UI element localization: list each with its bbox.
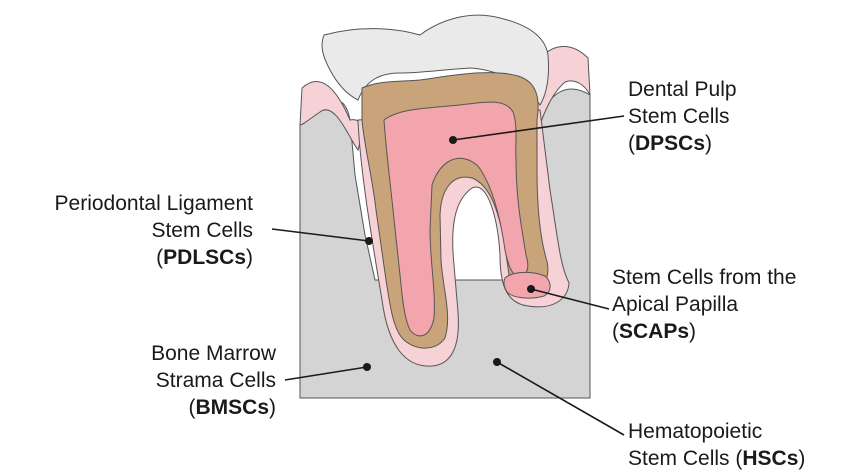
label-pdlsc-line2: Stem Cells bbox=[55, 217, 253, 244]
label-bmsc: Bone Marrow Strama Cells (BMSCs) bbox=[151, 340, 276, 421]
label-pdlsc: Periodontal Ligament Stem Cells (PDLSCs) bbox=[55, 190, 253, 271]
label-hsc-line1: Hematopoietic bbox=[628, 418, 805, 445]
pointer-dot-hsc bbox=[493, 358, 501, 366]
label-scap-abbr: SCAPs bbox=[619, 320, 689, 343]
label-pdlsc-abbr: PDLSCs bbox=[163, 246, 246, 269]
label-scap-line1: Stem Cells from the bbox=[612, 264, 796, 291]
paren-close: ) bbox=[246, 246, 253, 269]
label-scap-line2: Apical Papilla bbox=[612, 291, 796, 318]
label-scap-line3: (SCAPs) bbox=[612, 318, 796, 345]
paren-open: ( bbox=[612, 320, 619, 343]
label-hsc-line2-text: Stem Cells ( bbox=[628, 447, 742, 470]
label-dpsc-line3: (DPSCs) bbox=[628, 130, 737, 157]
label-bmsc-abbr: BMSCs bbox=[195, 396, 269, 419]
label-dpsc: Dental Pulp Stem Cells (DPSCs) bbox=[628, 76, 737, 157]
label-bmsc-line2: Strama Cells bbox=[151, 367, 276, 394]
label-hsc: Hematopoietic Stem Cells (HSCs) bbox=[628, 418, 805, 472]
label-pdlsc-line3: (PDLSCs) bbox=[55, 244, 253, 271]
label-dpsc-abbr: DPSCs bbox=[635, 132, 705, 155]
label-bmsc-line3: (BMSCs) bbox=[151, 394, 276, 421]
label-dpsc-line1: Dental Pulp bbox=[628, 76, 737, 103]
paren-close: ) bbox=[269, 396, 276, 419]
paren-open: ( bbox=[628, 132, 635, 155]
label-scap: Stem Cells from the Apical Papilla (SCAP… bbox=[612, 264, 796, 345]
label-hsc-line2: Stem Cells (HSCs) bbox=[628, 445, 805, 472]
apical-papilla bbox=[504, 272, 550, 298]
label-hsc-abbr: HSCs bbox=[742, 447, 798, 470]
pointer-dot-bmsc bbox=[363, 363, 371, 371]
paren-close: ) bbox=[798, 447, 805, 470]
pointer-dot-pdlsc bbox=[365, 237, 373, 245]
paren-close: ) bbox=[705, 132, 712, 155]
label-pdlsc-line1: Periodontal Ligament bbox=[55, 190, 253, 217]
paren-close: ) bbox=[689, 320, 696, 343]
pointer-dot-scap bbox=[527, 285, 535, 293]
label-bmsc-line1: Bone Marrow bbox=[151, 340, 276, 367]
label-dpsc-line2: Stem Cells bbox=[628, 103, 737, 130]
pointer-dot-dpsc bbox=[449, 136, 457, 144]
